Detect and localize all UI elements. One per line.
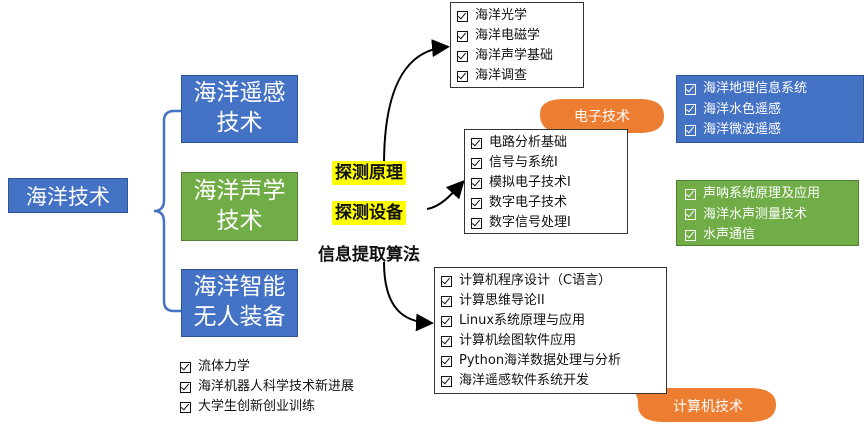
course-item: 声呐系统原理及应用 [685, 184, 850, 205]
checkbox-icon [180, 361, 191, 373]
label-extraction-algorithm: 信息提取算法 [318, 245, 420, 265]
checkbox-icon [441, 335, 452, 347]
principle-courses-box: 海洋光学 海洋电磁学 海洋声学基础 海洋调查 [450, 2, 584, 88]
computer-courses-box: 计算机程序设计（C语言） 计算思维导论II Linux系统原理与应用 计算机绘图… [434, 267, 667, 394]
checkbox-icon [441, 375, 452, 387]
branch-unmanned-line2: 无人装备 [193, 304, 286, 330]
course-item: 计算机绘图软件应用 [441, 331, 660, 351]
course-item: 计算思维导论II [441, 291, 660, 311]
checkbox-icon [471, 197, 482, 209]
arrow-to-electronics-courses [426, 180, 465, 210]
course-item: 海洋机器人科学技术新进展 [180, 377, 420, 397]
branch-acoustics-line1: 海洋声学 [193, 177, 286, 204]
course-item: 海洋调查 [457, 66, 577, 86]
course-item: 计算机程序设计（C语言） [441, 271, 660, 291]
checkbox-icon [457, 30, 468, 42]
arrow-to-computer-courses [383, 261, 434, 332]
checkbox-icon [471, 177, 482, 189]
checkbox-icon [471, 137, 482, 149]
course-item: 海洋水声测量技术 [685, 205, 850, 226]
checkbox-icon [441, 295, 452, 307]
checkbox-icon [441, 275, 452, 287]
checkbox-icon [685, 83, 696, 95]
root-bracket [153, 109, 181, 313]
branch-unmanned-line1: 海洋智能 [193, 274, 286, 301]
remote-sensing-courses-box: 海洋地理信息系统 海洋水色遥感 海洋微波遥感 [676, 75, 864, 143]
checkbox-icon [441, 355, 452, 367]
checkbox-icon [441, 315, 452, 327]
callout-computer-bubble [636, 381, 776, 422]
checkbox-icon [471, 157, 482, 169]
general-courses-list: 流体力学 海洋机器人科学技术新进展 大学生创新创业训练 [180, 357, 420, 417]
course-item: 信号与系统I [471, 153, 621, 173]
course-item: 数字电子技术 [471, 193, 621, 213]
course-item: 模拟电子技术I [471, 173, 621, 193]
checkbox-icon [685, 209, 696, 221]
root-node: 海洋技术 [8, 178, 128, 213]
course-item: 海洋声学基础 [457, 46, 577, 66]
branch-acoustics-line2: 技术 [216, 207, 263, 234]
course-item: 海洋地理信息系统 [685, 79, 855, 100]
branch-remote-sensing-line1: 海洋遥感 [193, 80, 286, 107]
course-item: 海洋光学 [457, 6, 577, 26]
course-item: 海洋微波遥感 [685, 120, 855, 141]
branch-remote-sensing: 海洋遥感 技术 [181, 75, 298, 143]
callout-computer-label: 计算机技术 [673, 399, 743, 415]
checkbox-icon [180, 381, 191, 393]
acoustics-courses-box: 声呐系统原理及应用 海洋水声测量技术 水声通信 [676, 180, 859, 246]
branch-acoustics: 海洋声学 技术 [181, 172, 298, 241]
electronics-courses-box: 电路分析基础 信号与系统I 模拟电子技术I 数字电子技术 数字信号处理I [464, 129, 628, 234]
checkbox-icon [471, 217, 482, 229]
course-item: Linux系统原理与应用 [441, 311, 660, 331]
label-detection-equipment: 探测设备 [332, 201, 406, 225]
checkbox-icon [457, 70, 468, 82]
course-item: 海洋遥感软件系统开发 [441, 371, 660, 391]
checkbox-icon [685, 104, 696, 116]
root-label: 海洋技术 [26, 184, 110, 209]
checkbox-icon [685, 124, 696, 136]
branch-unmanned: 海洋智能 无人装备 [181, 269, 298, 337]
callout-electronics-label: 电子技术 [574, 109, 630, 125]
course-item: Python海洋数据处理与分析 [441, 351, 660, 371]
checkbox-icon [180, 401, 191, 413]
course-item: 流体力学 [180, 357, 420, 377]
checkbox-icon [457, 50, 468, 62]
course-item: 海洋水色遥感 [685, 100, 855, 121]
course-item: 水声通信 [685, 225, 850, 246]
arrow-to-principle-courses [383, 39, 450, 166]
course-item: 电路分析基础 [471, 133, 621, 153]
checkbox-icon [457, 10, 468, 22]
course-item: 数字信号处理I [471, 213, 621, 233]
label-detection-principle: 探测原理 [332, 161, 406, 185]
checkbox-icon [685, 188, 696, 200]
branch-remote-sensing-line2: 技术 [216, 110, 263, 136]
checkbox-icon [685, 229, 696, 241]
course-item: 大学生创新创业训练 [180, 397, 420, 417]
course-item: 海洋电磁学 [457, 26, 577, 46]
